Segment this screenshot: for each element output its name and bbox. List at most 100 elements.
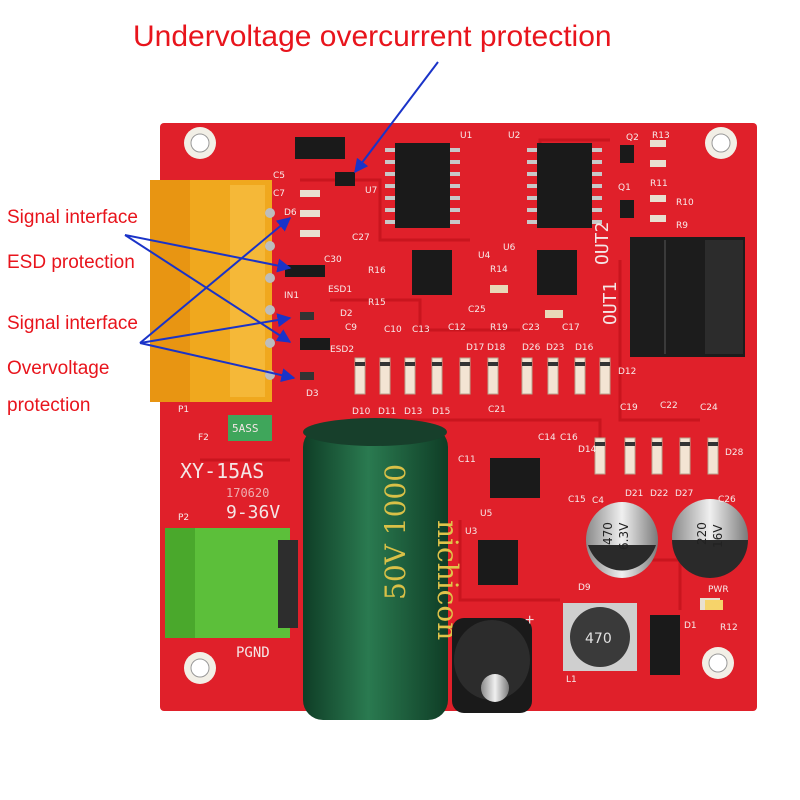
label-c9: C9 (345, 323, 357, 333)
label-d22: D22 (650, 489, 668, 499)
label-c4: C4 (592, 496, 604, 506)
label-q2: Q2 (626, 133, 639, 143)
label-u5: U5 (480, 509, 492, 519)
label-c17: C17 (562, 323, 580, 333)
arrow-overvoltage (139, 342, 296, 383)
label-d2: D2 (340, 309, 353, 319)
cap-c4-value: 470 (601, 522, 615, 545)
label-c22: C22 (660, 401, 678, 411)
capacitor-value: 50V 1000 (379, 464, 412, 600)
label-d27: D27 (675, 489, 693, 499)
label-r11: R11 (650, 179, 668, 189)
label-esd1: ESD1 (328, 285, 352, 295)
connector-p2 (165, 528, 298, 638)
annotation-signal-interface-1: Signal interface (7, 207, 138, 228)
label-u3: U3 (465, 527, 477, 537)
arrow-signal-2b (139, 313, 292, 344)
silkscreen: XY-15AS 170620 9-36V PGND OUT1 OUT2 PWR … (178, 131, 744, 685)
label-c27: C27 (352, 233, 370, 243)
board-out1: OUT1 (600, 282, 621, 325)
capacitor-c4: 470 6.3V (586, 502, 658, 578)
diode-rows (354, 357, 719, 475)
label-d28: D28 (725, 448, 744, 458)
label-esd2: ESD2 (330, 345, 354, 355)
annotation-overvoltage: Overvoltage (7, 358, 110, 379)
ic-chips (295, 137, 634, 585)
label-l1: L1 (566, 675, 577, 685)
label-u4: U4 (478, 251, 491, 261)
label-c19: C19 (620, 403, 638, 413)
label-c12: C12 (448, 323, 466, 333)
label-u2: U2 (508, 131, 520, 141)
label-r13: R13 (652, 131, 670, 141)
label-d10: D10 (352, 407, 371, 417)
label-d18: D18 (487, 343, 506, 353)
label-c15: C15 (568, 495, 586, 505)
label-r19: R19 (490, 323, 508, 333)
diode-d1 (650, 615, 680, 675)
label-c23: C23 (522, 323, 540, 333)
label-c14: C14 (538, 433, 556, 443)
arrow-signal-1b (124, 234, 292, 343)
label-u6: U6 (503, 243, 516, 253)
cap-c26-voltage: 16V (711, 524, 725, 548)
annotation-signal-interface-2: Signal interface (7, 313, 138, 334)
label-d26: D26 (522, 343, 541, 353)
connector-p1 (150, 180, 275, 402)
label-d1: D1 (684, 621, 697, 631)
annotation-arrows (124, 61, 439, 383)
label-u7: U7 (365, 186, 377, 196)
label-d9: D9 (578, 583, 591, 593)
label-q1: Q1 (618, 183, 631, 193)
inductor-l1: 470 (563, 603, 637, 671)
label-d11: D11 (378, 407, 396, 417)
label-d12: D12 (618, 367, 636, 377)
label-p2: P2 (178, 513, 189, 523)
smd-components (285, 140, 720, 610)
label-d21: D21 (625, 489, 643, 499)
board-voltage: 9-36V (226, 502, 280, 523)
label-d17: D17 (466, 343, 484, 353)
capacitor-c26: 220 16V (672, 499, 748, 578)
mounting-holes (184, 127, 737, 684)
annotation-esd-protection: ESD protection (7, 252, 135, 273)
connector-out (630, 237, 745, 357)
label-d13: D13 (404, 407, 422, 417)
label-d6: D6 (284, 208, 297, 218)
label-u1: U1 (460, 131, 472, 141)
electrolytic-capacitor-large: nichicon 50V 1000 (303, 418, 464, 720)
label-c7: C7 (273, 189, 285, 199)
label-r14: R14 (490, 265, 508, 275)
label-p1: P1 (178, 405, 189, 415)
label-r9: R9 (676, 221, 688, 231)
label-d15: D15 (432, 407, 450, 417)
label-c21: C21 (488, 405, 506, 415)
svg-text:+: + (525, 612, 534, 629)
label-c30: C30 (324, 255, 342, 265)
board-pwr: PWR (708, 585, 729, 595)
label-r12: R12 (720, 623, 738, 633)
label-d23: D23 (546, 343, 564, 353)
label-r15: R15 (368, 298, 386, 308)
label-r16: R16 (368, 266, 386, 276)
board-date-code: 170620 (226, 486, 269, 500)
inductor-value: 470 (585, 631, 612, 647)
electrolytic-capacitor-small: + (452, 612, 534, 713)
label-d3: D3 (306, 389, 319, 399)
label-r10: R10 (676, 198, 694, 208)
board-pgnd: PGND (236, 645, 270, 661)
arrow-signal-1a (124, 234, 292, 273)
label-f2: F2 (198, 433, 209, 443)
annotation-protection: protection (7, 395, 91, 416)
label-c26: C26 (718, 495, 736, 505)
label-c5: C5 (273, 171, 285, 181)
pwr-led (705, 600, 723, 610)
annotation-undervoltage-title: Undervoltage overcurrent protection (133, 20, 612, 53)
board-model: XY-15AS (180, 459, 264, 483)
label-c24: C24 (700, 403, 718, 413)
label-c10: C10 (384, 325, 402, 335)
fuse-label: 5ASS (232, 422, 259, 435)
label-in1: IN1 (284, 291, 299, 301)
arrow-undervoltage (354, 61, 439, 174)
